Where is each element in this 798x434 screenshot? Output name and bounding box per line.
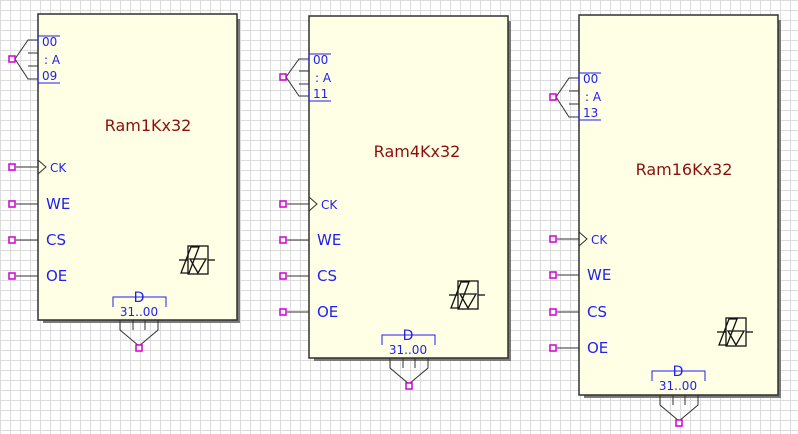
- data-bus-range: 31..00: [120, 305, 158, 319]
- ck-pin[interactable]: CK: [8, 159, 67, 175]
- address-low-label: 00: [313, 53, 328, 67]
- tristate-icon: [449, 280, 485, 310]
- ram-block-2[interactable]: Ram4Kx32 00 : A 11 CK WE CS: [279, 15, 511, 390]
- data-port-terminal[interactable]: [405, 382, 413, 390]
- data-bus-name: D: [403, 328, 414, 344]
- data-bus-port[interactable]: [389, 358, 429, 390]
- data-port-terminal[interactable]: [675, 419, 683, 427]
- address-low-label: 00: [583, 72, 598, 86]
- data-bus-name: D: [673, 364, 684, 380]
- ram-block-3[interactable]: Ram16Kx32 00 : A 13 CK WE CS: [549, 14, 781, 427]
- tristate-icon: [179, 245, 215, 275]
- ck-label: CK: [591, 233, 608, 247]
- ram-block-1[interactable]: Ram1Kx32 00 : A 09 CK WE CS: [8, 13, 240, 352]
- address-port-terminal[interactable]: [549, 93, 557, 101]
- oe-label: OE: [317, 303, 338, 321]
- data-bus-range: 31..00: [659, 379, 697, 393]
- data-bus-name: D: [134, 290, 145, 306]
- we-label: WE: [46, 195, 70, 213]
- oe-label: OE: [46, 267, 67, 285]
- data-bus-port[interactable]: [659, 395, 699, 427]
- data-bus-range: 31..00: [389, 343, 427, 357]
- ck-label: CK: [50, 161, 67, 175]
- oe-pin[interactable]: OE: [8, 267, 67, 285]
- address-name-label: : A: [315, 71, 332, 85]
- ck-label: CK: [321, 198, 338, 212]
- block-name: Ram16Kx32: [636, 160, 733, 179]
- address-high-label: 13: [583, 106, 598, 120]
- address-bus-port[interactable]: [549, 77, 579, 118]
- ck-pin[interactable]: CK: [279, 196, 338, 212]
- data-bus-port[interactable]: [119, 320, 159, 352]
- we-label: WE: [587, 266, 611, 284]
- address-name-label: : A: [44, 53, 61, 67]
- address-high-label: 09: [42, 69, 57, 83]
- oe-label: OE: [587, 339, 608, 357]
- block-name: Ram4Kx32: [374, 142, 461, 161]
- cs-label: CS: [587, 303, 607, 321]
- cs-label: CS: [46, 231, 66, 249]
- oe-pin[interactable]: OE: [279, 303, 338, 321]
- cs-pin[interactable]: CS: [549, 303, 607, 321]
- address-name-label: : A: [585, 90, 602, 104]
- tristate-icon: [717, 317, 753, 347]
- cs-pin[interactable]: CS: [8, 231, 66, 249]
- data-port-terminal[interactable]: [135, 344, 143, 352]
- we-label: WE: [317, 231, 341, 249]
- cs-pin[interactable]: CS: [279, 267, 337, 285]
- we-pin[interactable]: WE: [279, 231, 341, 249]
- cs-label: CS: [317, 267, 337, 285]
- ck-pin[interactable]: CK: [549, 231, 608, 247]
- address-high-label: 11: [313, 87, 328, 101]
- address-bus-port[interactable]: [8, 39, 38, 80]
- address-port-terminal[interactable]: [8, 55, 16, 63]
- we-pin[interactable]: WE: [549, 266, 611, 284]
- address-port-terminal[interactable]: [279, 73, 287, 81]
- block-name: Ram1Kx32: [105, 116, 192, 135]
- address-bus-port[interactable]: [279, 58, 309, 97]
- address-low-label: 00: [42, 35, 57, 49]
- oe-pin[interactable]: OE: [549, 339, 608, 357]
- we-pin[interactable]: WE: [8, 195, 70, 213]
